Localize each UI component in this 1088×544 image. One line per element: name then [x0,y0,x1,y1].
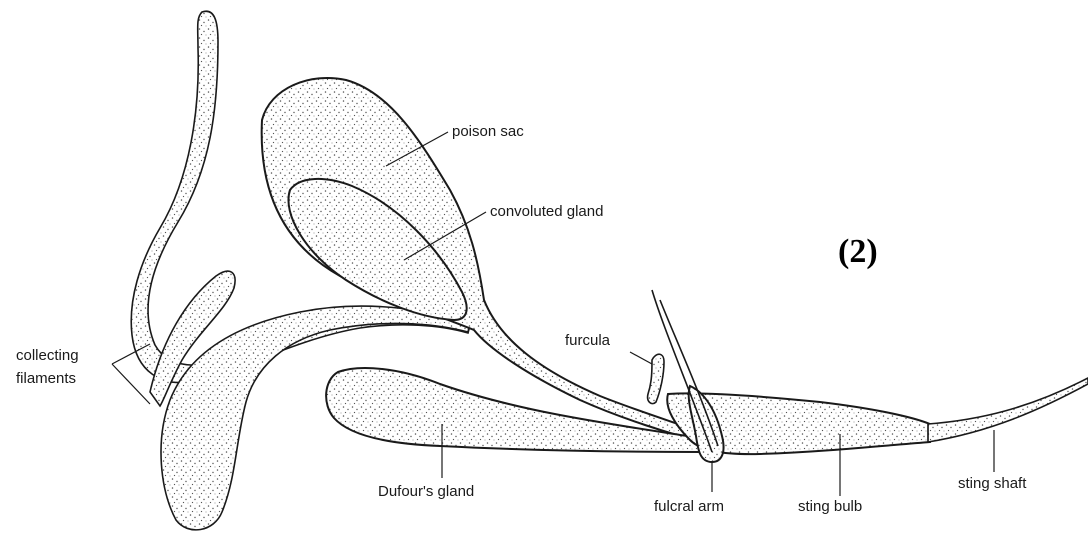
sting-shaft [928,378,1088,442]
label-collecting-filaments-2: filaments [16,370,76,387]
label-sting-shaft: sting shaft [958,475,1027,492]
dufours-gland [326,368,702,452]
label-poison-sac: poison sac [452,123,524,140]
label-sting-bulb: sting bulb [798,498,862,515]
label-collecting-filaments-1: collecting [16,347,79,364]
label-fulcral-arm: fulcral arm [654,498,724,515]
label-convoluted-gland: convoluted gland [490,203,603,220]
label-furcula: furcula [565,332,611,349]
leader-furcula [630,352,652,364]
label-dufours-gland: Dufour's gland [378,483,474,500]
panel-label: (2) [838,233,878,270]
furcula [648,354,664,403]
